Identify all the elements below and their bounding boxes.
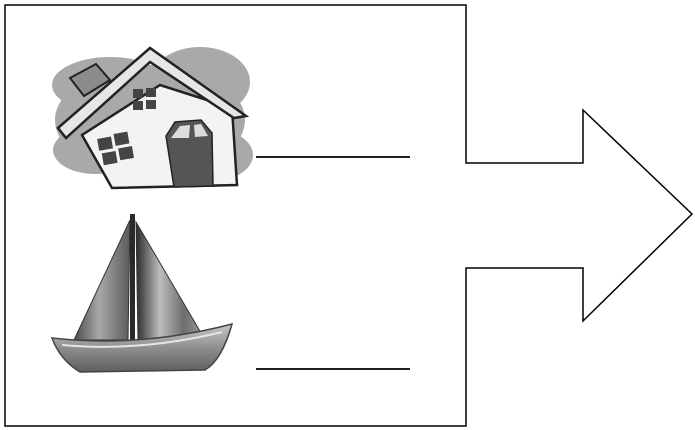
sailboat-icon (52, 214, 232, 372)
house-icon (52, 47, 253, 188)
